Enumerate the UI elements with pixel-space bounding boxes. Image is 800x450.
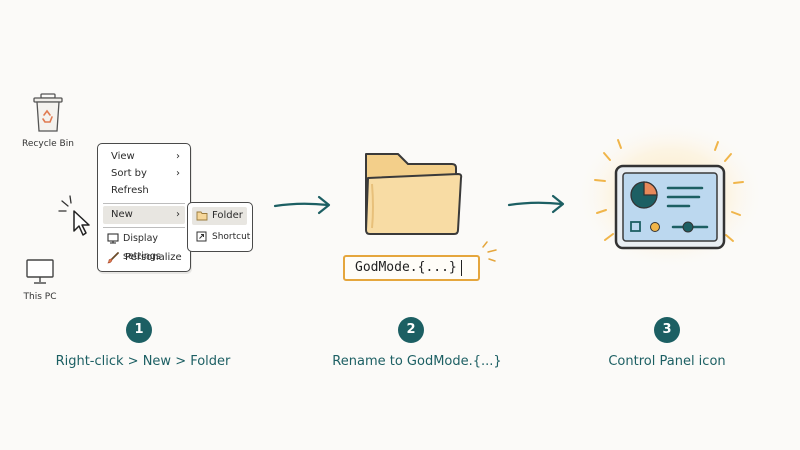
monitor-icon xyxy=(26,259,54,284)
chevron-right-icon: › xyxy=(176,151,180,162)
rename-value: GodMode.{...} xyxy=(355,260,457,275)
chevron-right-icon: › xyxy=(176,209,180,220)
paintbrush-icon xyxy=(107,252,119,264)
recycle-bin[interactable]: Recycle Bin xyxy=(13,93,83,149)
chevron-right-icon: › xyxy=(176,168,180,179)
text-caret xyxy=(460,259,463,276)
new-submenu: Folder Shortcut xyxy=(187,202,253,252)
menu-item-personalize[interactable]: Personalize xyxy=(103,249,185,267)
menu-item-sort-by[interactable]: Sort by › xyxy=(103,165,185,183)
step-caption-3: Control Panel icon xyxy=(608,354,726,369)
step-caption-2: Rename to GodMode.{...} xyxy=(332,354,502,369)
submenu-item-shortcut-label: Shortcut xyxy=(212,232,251,242)
menu-item-display-settings-label: Display settings xyxy=(123,233,161,262)
submenu-item-folder-label: Folder xyxy=(212,210,243,221)
sparkle-icon xyxy=(482,241,497,262)
menu-separator xyxy=(103,227,185,228)
menu-item-refresh-label: Refresh xyxy=(111,185,149,196)
step-badge-3: 3 xyxy=(654,317,680,343)
recycle-bin-icon xyxy=(33,93,63,132)
menu-item-refresh[interactable]: Refresh xyxy=(103,182,185,200)
right-arrow-icon xyxy=(507,194,565,214)
menu-item-personalize-label: Personalize xyxy=(125,252,182,263)
menu-item-sort-by-label: Sort by xyxy=(111,168,147,179)
menu-item-view[interactable]: View › xyxy=(103,148,185,166)
submenu-item-folder[interactable]: Folder xyxy=(192,207,247,225)
step-badge-2: 2 xyxy=(398,317,424,343)
step-badge-1: 1 xyxy=(126,317,152,343)
recycle-bin-label: Recycle Bin xyxy=(22,139,74,149)
submenu-item-shortcut[interactable]: Shortcut xyxy=(192,228,251,246)
context-menu: View › Sort by › Refresh New › Display s… xyxy=(97,143,191,272)
this-pc-label: This PC xyxy=(23,292,57,302)
rename-input[interactable]: GodMode.{...} xyxy=(343,255,480,281)
step-caption-1: Right-click > New > Folder xyxy=(55,354,231,369)
menu-item-display-settings[interactable]: Display settings xyxy=(103,230,185,262)
mouse-cursor-icon xyxy=(58,195,90,236)
this-pc[interactable]: This PC xyxy=(5,258,75,302)
menu-item-new[interactable]: New › xyxy=(103,206,185,224)
shortcut-icon xyxy=(196,231,207,242)
menu-item-new-label: New xyxy=(111,209,133,220)
folder-small-icon xyxy=(196,211,208,221)
control-panel-icon xyxy=(575,120,765,270)
right-arrow-icon xyxy=(273,195,331,215)
menu-separator xyxy=(103,203,185,204)
display-icon xyxy=(107,233,119,244)
menu-item-view-label: View xyxy=(111,151,135,162)
folder-icon xyxy=(365,153,463,235)
